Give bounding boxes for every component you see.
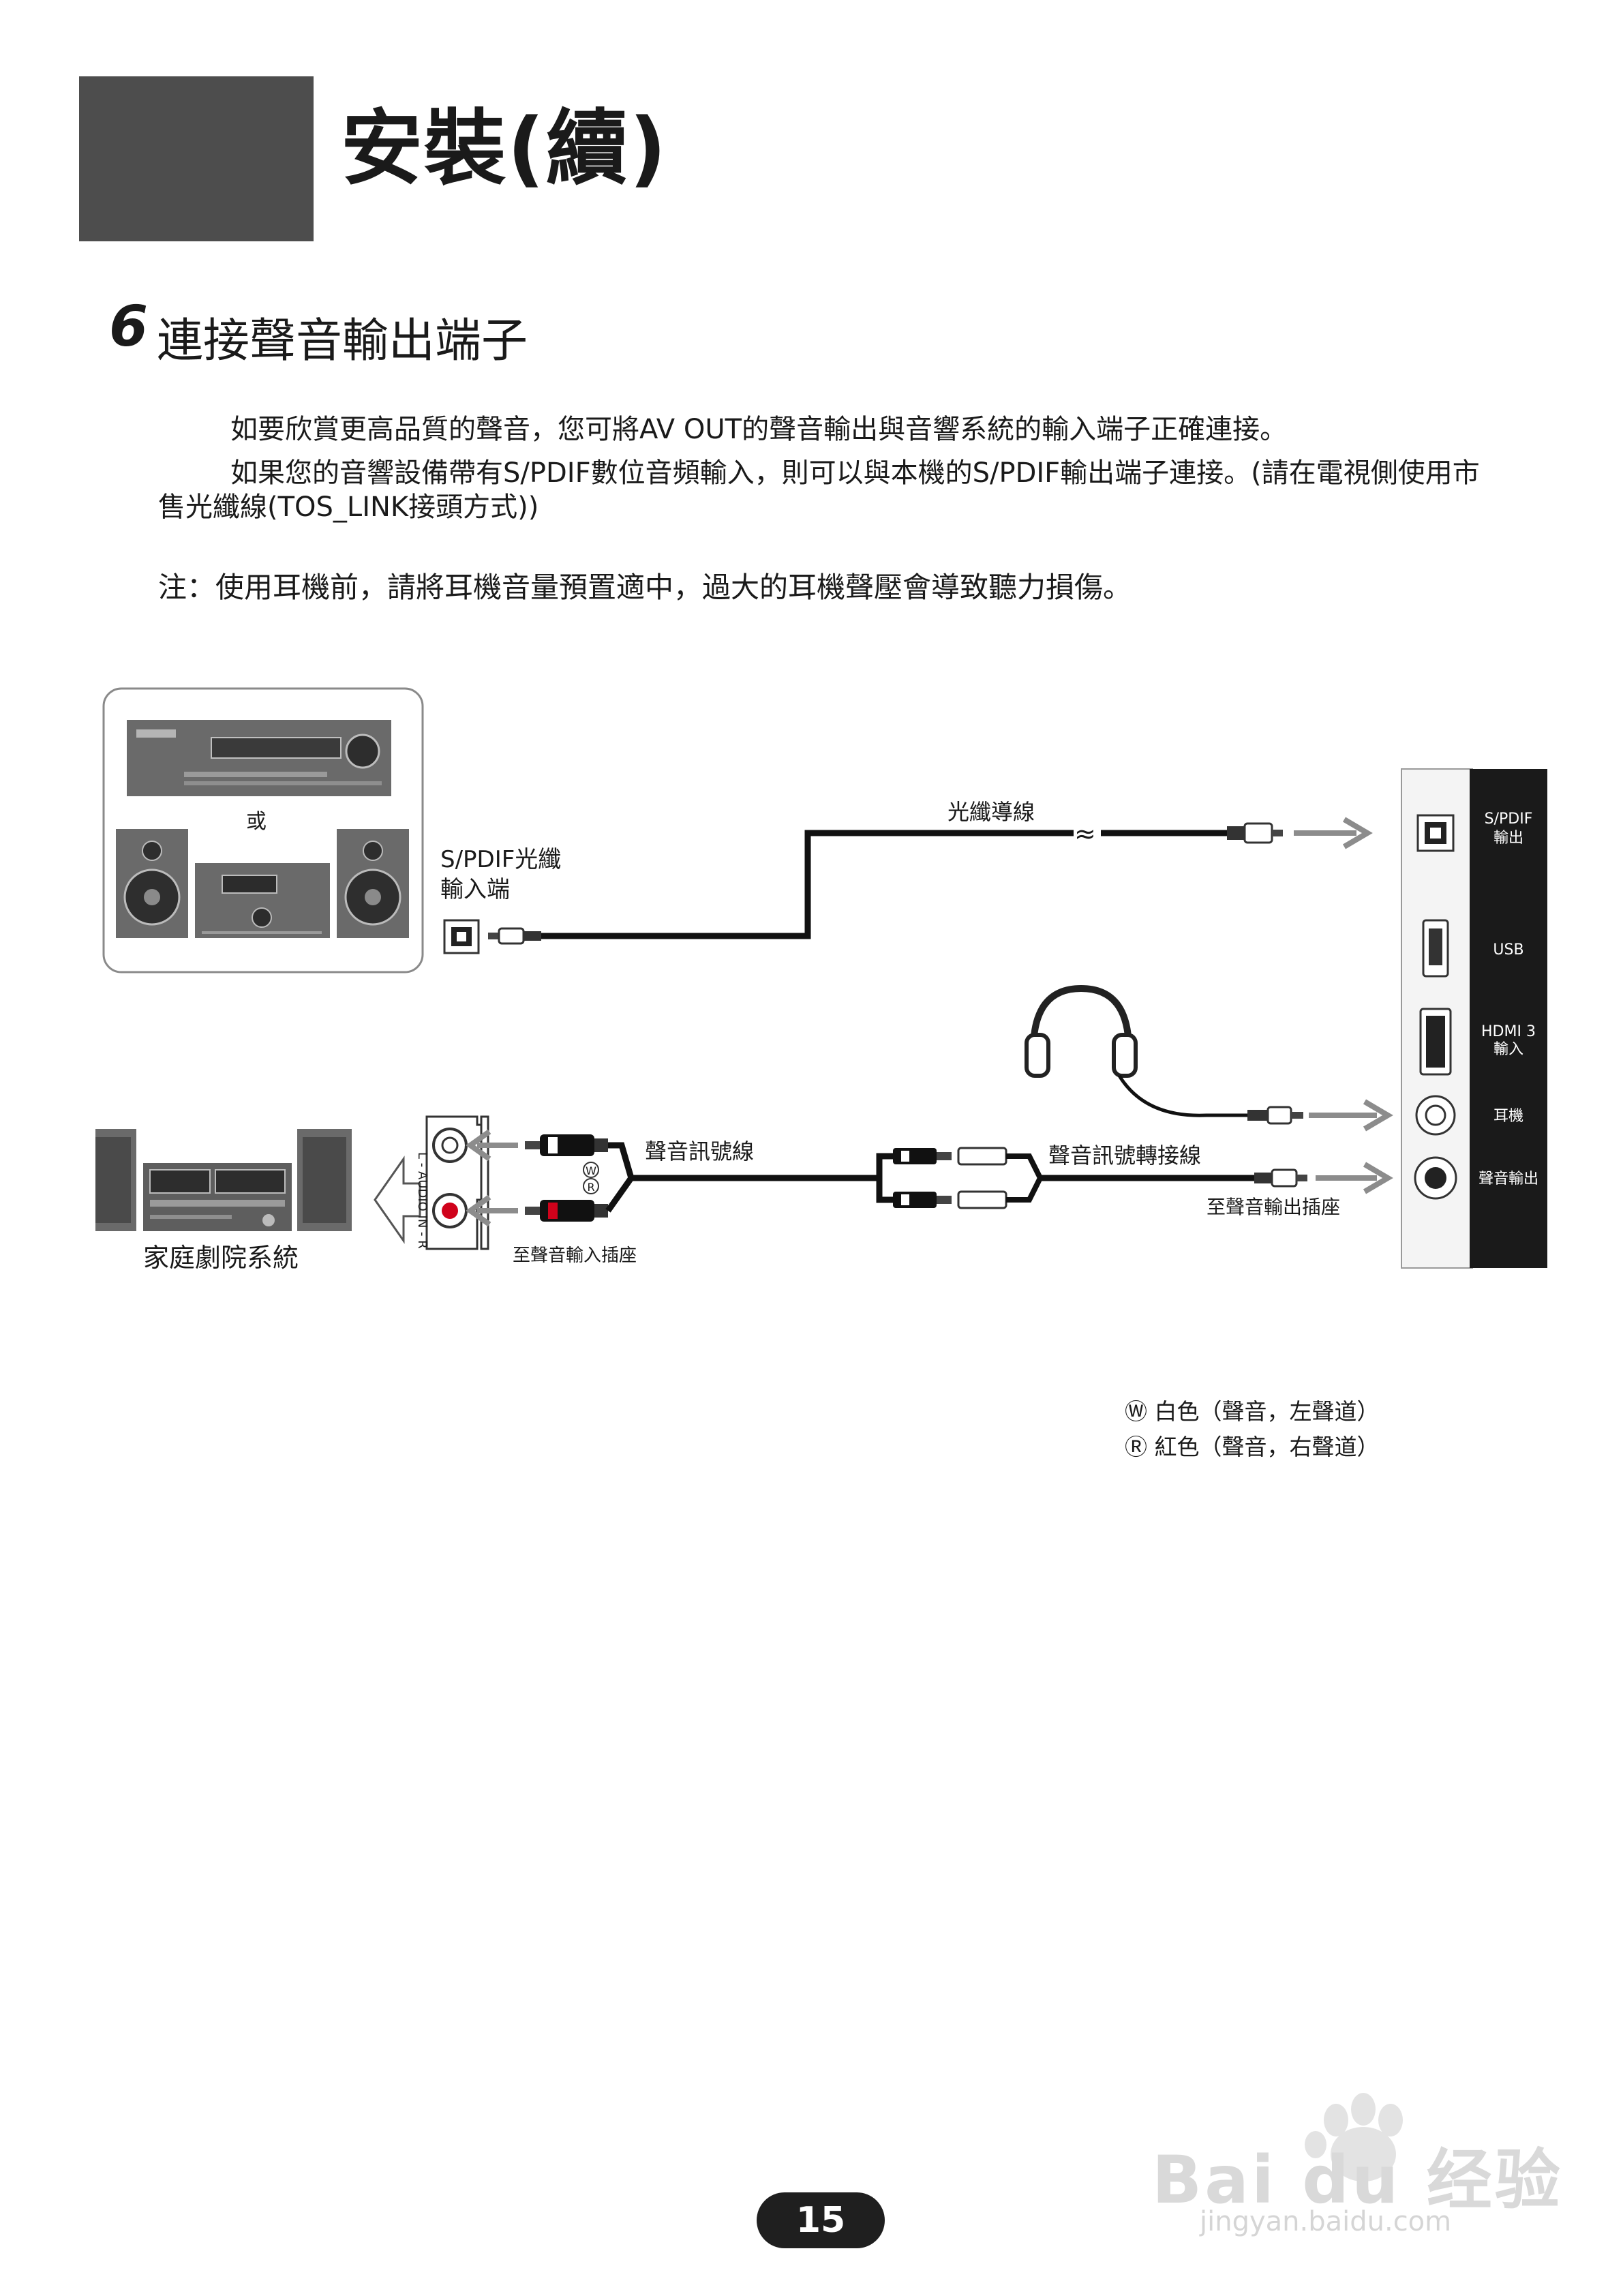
watermark-brand: Bai du 经验 <box>1152 2142 1563 2218</box>
safety-note: 注：使用耳機前，請將耳機音量預置適中，過大的耳機聲壓會導致聽力損傷。 <box>158 571 1132 604</box>
baidu-paw-watermark-icon <box>1305 2093 1403 2181</box>
body-paragraph-1: 如要欣賞更高品質的聲音，您可將AV OUT的聲音輸出與音響系統的輸入端子正確連接… <box>230 414 1288 445</box>
home-theater-illustration <box>95 1129 352 1231</box>
page-title: 安裝(續) <box>341 102 668 196</box>
red-mark: R <box>587 1181 594 1194</box>
rca-plug-red-icon <box>525 1200 608 1222</box>
adapter-rca-plugs-icon <box>893 1148 952 1208</box>
tv-port-headphone-label: 耳機 <box>1493 1108 1523 1125</box>
optical-plug-left-icon <box>488 927 541 945</box>
spdif-input-label-2: 輸入端 <box>440 876 510 903</box>
rca-plug-white-icon <box>525 1134 608 1156</box>
headphones-icon <box>1025 984 1303 1125</box>
audio-in-panel <box>425 1115 489 1250</box>
legend-white-symbol: Ⓦ <box>1125 1398 1147 1425</box>
audio-out-plug-icon <box>1254 1168 1307 1188</box>
tv-port-hdmi-label-2: 輸入 <box>1493 1041 1523 1058</box>
adapter-rca-sockets-icon <box>957 1147 1044 1209</box>
tv-port-usb-label: USB <box>1493 941 1523 958</box>
cable-break-icon: ≈ <box>1074 819 1096 849</box>
header-block <box>79 76 314 241</box>
legend-red-text: 紅色（聲音，右聲道） <box>1154 1434 1380 1460</box>
tv-port-spdif-label-2: 輸出 <box>1493 830 1523 847</box>
page-number: 15 <box>795 2200 846 2241</box>
legend-red-symbol: Ⓡ <box>1125 1434 1147 1460</box>
tv-port-audio-out-label: 聲音輸出 <box>1478 1170 1538 1188</box>
spdif-input-label-1: S/PDIF光纖 <box>440 846 561 873</box>
optical-input-port-icon <box>443 919 480 954</box>
tv-port-hdmi-label-1: HDMI 3 <box>1481 1023 1536 1040</box>
tv-rear-panel <box>1401 768 1547 1269</box>
audio-in-panel-label: L - AUDIO IN - R <box>415 1152 429 1249</box>
watermark-url: jingyan.baidu.com <box>1200 2206 1452 2237</box>
tv-port-spdif-label-1: S/PDIF <box>1485 811 1533 828</box>
to-audio-output-label: 至聲音輸出插座 <box>1207 1196 1340 1218</box>
body-paragraph-2-line-1: 如果您的音響設備帶有S/PDIF數位音頻輸入，則可以與本機的S/PDIF輸出端子… <box>230 457 1480 489</box>
to-audio-input-label: 至聲音輸入插座 <box>513 1245 637 1266</box>
legend-red: Ⓡ 紅色（聲音，右聲道） <box>1125 1429 1380 1462</box>
audio-equipment-illustration <box>102 687 424 973</box>
section-title: 連接聲音輸出端子 <box>157 314 528 368</box>
page-number-badge <box>757 2192 885 2248</box>
white-mark: W <box>586 1164 596 1177</box>
adapter-cable-label: 聲音訊號轉接線 <box>1048 1143 1201 1168</box>
optical-cable-label: 光纖導線 <box>947 799 1035 825</box>
section-number: 6 <box>109 294 149 359</box>
legend-white-text: 白色（聲音，左聲道） <box>1154 1398 1380 1425</box>
audio-cable-label: 聲音訊號線 <box>645 1138 754 1164</box>
or-label: 或 <box>246 810 267 834</box>
legend-white: Ⓦ 白色（聲音，左聲道） <box>1125 1393 1380 1426</box>
optical-plug-right-icon <box>1227 822 1283 844</box>
body-paragraph-2-line-2: 售光纖線(TOS_LINK接頭方式)) <box>158 492 539 523</box>
connection-diagram: 或 S/PDIF光纖 輸入端 ≈ 光纖導線 <box>95 687 1547 1273</box>
home-theater-label: 家庭劇院系統 <box>143 1243 299 1273</box>
arrow-to-home-theater-icon <box>374 1155 421 1244</box>
